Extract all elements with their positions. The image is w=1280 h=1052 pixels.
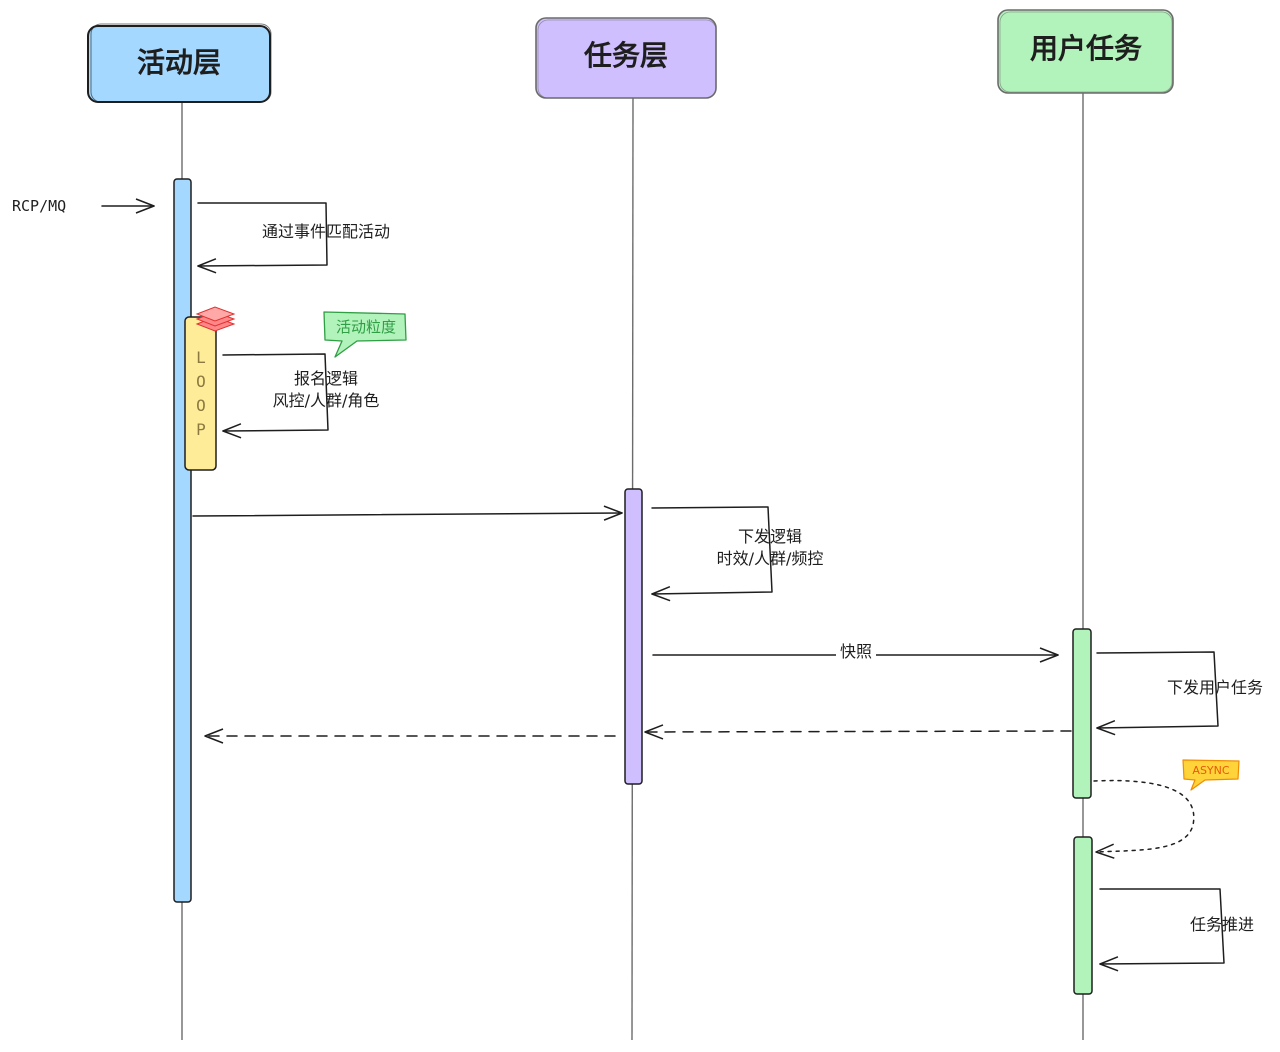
actor-task: 任务层 xyxy=(535,17,717,99)
self-message-signup xyxy=(222,353,329,439)
label-task-progress: 任务推进 xyxy=(1190,915,1254,934)
actor-task-label: 任务层 xyxy=(583,39,668,72)
label-dispatch-line2: 时效/人群/频控 xyxy=(717,549,824,568)
actor-activity: 活动层 xyxy=(87,23,272,103)
label-match-activity: 通过事件匹配活动 xyxy=(262,222,390,241)
note-activity-granularity: 活动粒度 xyxy=(323,311,407,358)
label-snapshot-bg xyxy=(836,641,876,663)
label-signup-line1: 报名逻辑 xyxy=(294,369,358,388)
note-async: ASYNC xyxy=(1182,759,1240,791)
stack-icon xyxy=(195,306,236,332)
label-signup-line2: 风控/人群/角色 xyxy=(273,391,380,410)
async-curve xyxy=(1093,779,1195,859)
return-user-task-to-task xyxy=(644,724,1072,740)
actor-user-task-label: 用户任务 xyxy=(1030,32,1142,65)
activation-user-task-1 xyxy=(1072,628,1092,799)
message-activity-to-task xyxy=(192,505,623,521)
note-async-text: ASYNC xyxy=(1192,764,1229,777)
self-message-task-progress xyxy=(1099,888,1225,972)
label-snapshot: 快照 xyxy=(840,642,872,661)
loop-letter-1: L xyxy=(196,348,206,367)
loop-box: L O O P xyxy=(184,316,217,471)
loop-letter-2: O xyxy=(196,372,206,391)
activation-activity xyxy=(173,178,192,903)
entry-label: RCP/MQ xyxy=(12,197,66,215)
actor-activity-label: 活动层 xyxy=(137,46,221,79)
label-dispatch-line1: 下发逻辑 xyxy=(738,527,802,546)
self-message-dispatch-user-task xyxy=(1096,651,1219,736)
actor-user-task: 用户任务 xyxy=(997,9,1174,94)
activation-user-task-2 xyxy=(1073,836,1093,995)
activation-task xyxy=(624,488,643,785)
self-message-dispatch xyxy=(651,506,773,602)
note-activity-granularity-text: 活动粒度 xyxy=(336,318,396,336)
label-dispatch-user-task: 下发用户任务 xyxy=(1167,678,1263,697)
self-message-match-activity xyxy=(197,202,328,274)
loop-letter-4: P xyxy=(196,420,206,439)
loop-letter-3: O xyxy=(196,396,206,415)
